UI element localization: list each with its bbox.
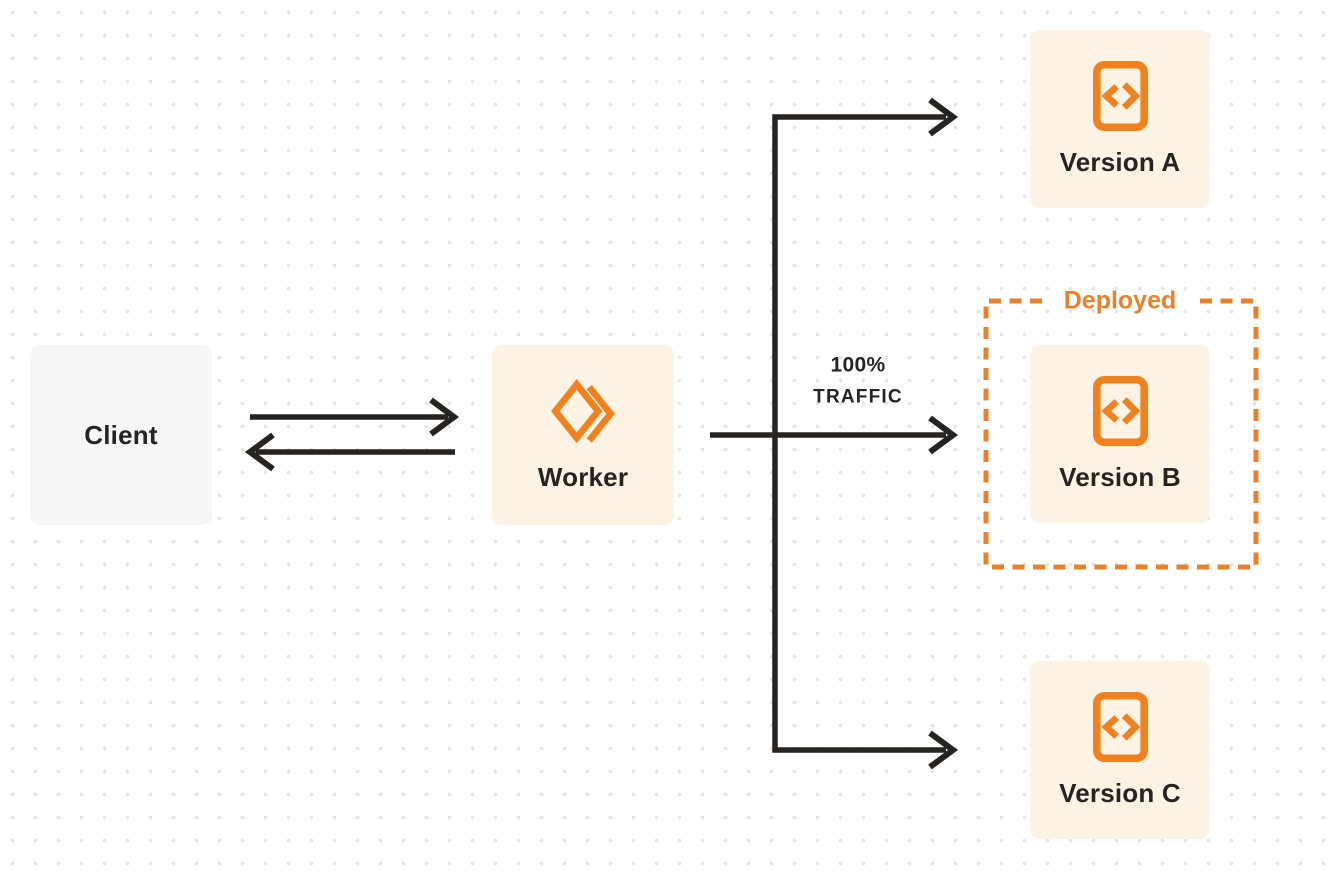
node-version-b: Version B: [1030, 345, 1210, 523]
node-client: Client: [30, 345, 212, 525]
node-version-c: Version C: [1030, 661, 1210, 839]
client-to-worker-arrow: [250, 397, 460, 437]
code-file-icon: [1092, 60, 1149, 132]
worker-label: Worker: [537, 462, 629, 492]
cloudflare-workers-icon: [550, 377, 616, 447]
deployed-label: Deployed: [1063, 286, 1177, 315]
arrowhead-to-version-b: [928, 415, 959, 455]
version-c-label: Version C: [1059, 778, 1181, 808]
client-label: Client: [84, 419, 158, 450]
traffic-label: 100% TRAFFIC: [813, 354, 903, 409]
arrowhead-to-version-c: [928, 730, 959, 770]
worker-branch-lines: [710, 114, 946, 753]
worker-to-client-arrow: [244, 432, 455, 472]
code-file-icon: [1092, 691, 1149, 763]
traffic-percentage: 100%: [830, 353, 886, 377]
version-a-label: Version A: [1059, 147, 1181, 177]
code-file-icon: [1092, 375, 1149, 447]
traffic-word: TRAFFIC: [813, 386, 903, 408]
node-version-a: Version A: [1030, 30, 1210, 208]
version-b-label: Version B: [1059, 462, 1181, 492]
node-worker: Worker: [492, 345, 674, 525]
arrowhead-to-version-a: [928, 97, 959, 137]
